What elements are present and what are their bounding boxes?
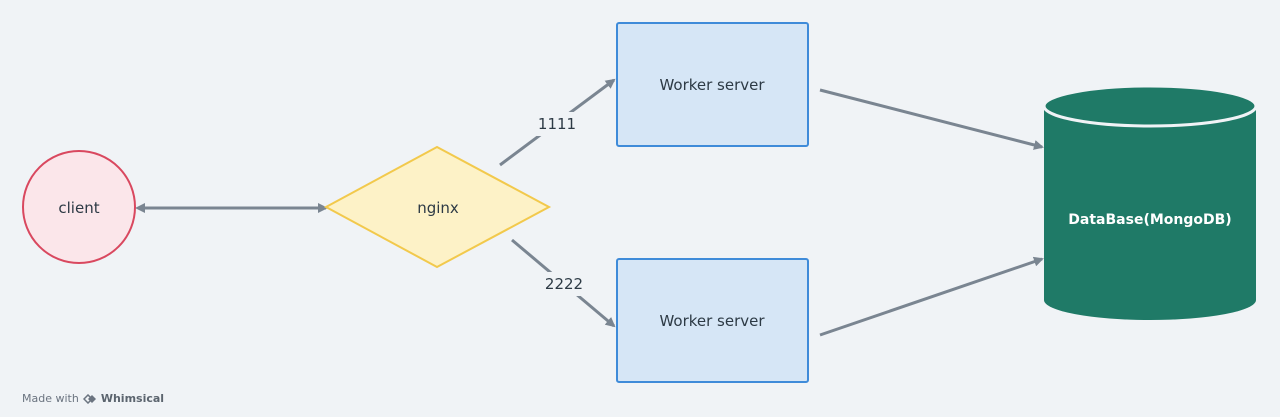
worker-server-bottom-label: Worker server (659, 312, 765, 330)
edge-label-port-top: 1111 (538, 115, 576, 133)
worker-server-bottom-node[interactable]: Worker server (616, 258, 809, 383)
edge-worker-top-database (819, 88, 1044, 150)
edge-worker-bottom-database (819, 256, 1044, 337)
edge-label-port-bottom: 2222 (545, 275, 583, 293)
client-label: client (58, 199, 99, 217)
nginx-label: nginx (417, 199, 459, 217)
nginx-node[interactable]: nginx (323, 145, 552, 269)
footer-made-with: Made with (22, 392, 79, 405)
worker-server-top-label: Worker server (659, 76, 765, 94)
edge-label-bg-bottom (541, 272, 587, 296)
database-node[interactable]: DataBase(MongoDB) (1042, 84, 1258, 320)
whimsical-logo-icon (82, 393, 96, 404)
database-label: DataBase(MongoDB) (1068, 212, 1231, 228)
edge-label-bg-top (535, 112, 579, 136)
client-node[interactable]: client (22, 150, 136, 264)
footer: Made with Whimsical (22, 392, 164, 405)
worker-server-top-node[interactable]: Worker server (616, 22, 809, 147)
footer-brand[interactable]: Whimsical (100, 392, 165, 405)
